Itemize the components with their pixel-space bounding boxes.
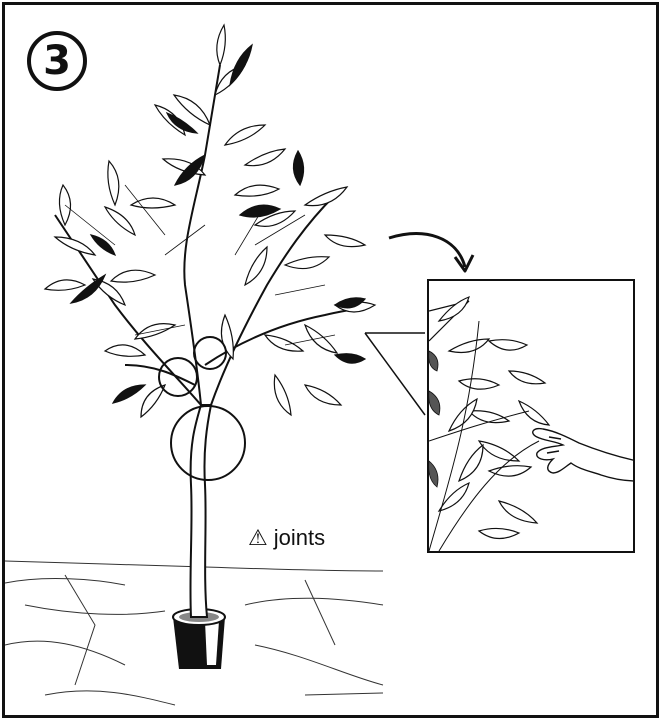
foliage-icon <box>45 25 375 417</box>
warning-note: ⚠ joints <box>248 525 325 551</box>
warning-label: joints <box>274 525 325 551</box>
closeup-inset <box>427 279 635 553</box>
curved-arrow-icon <box>389 234 473 271</box>
zoom-connector <box>365 333 425 415</box>
step-number-badge: 3 <box>27 31 87 91</box>
joint-circle-icon <box>194 337 226 369</box>
warning-triangle-icon: ⚠ <box>248 526 268 551</box>
hand-shaping-branches-icon <box>429 281 635 553</box>
step-number: 3 <box>43 41 71 81</box>
